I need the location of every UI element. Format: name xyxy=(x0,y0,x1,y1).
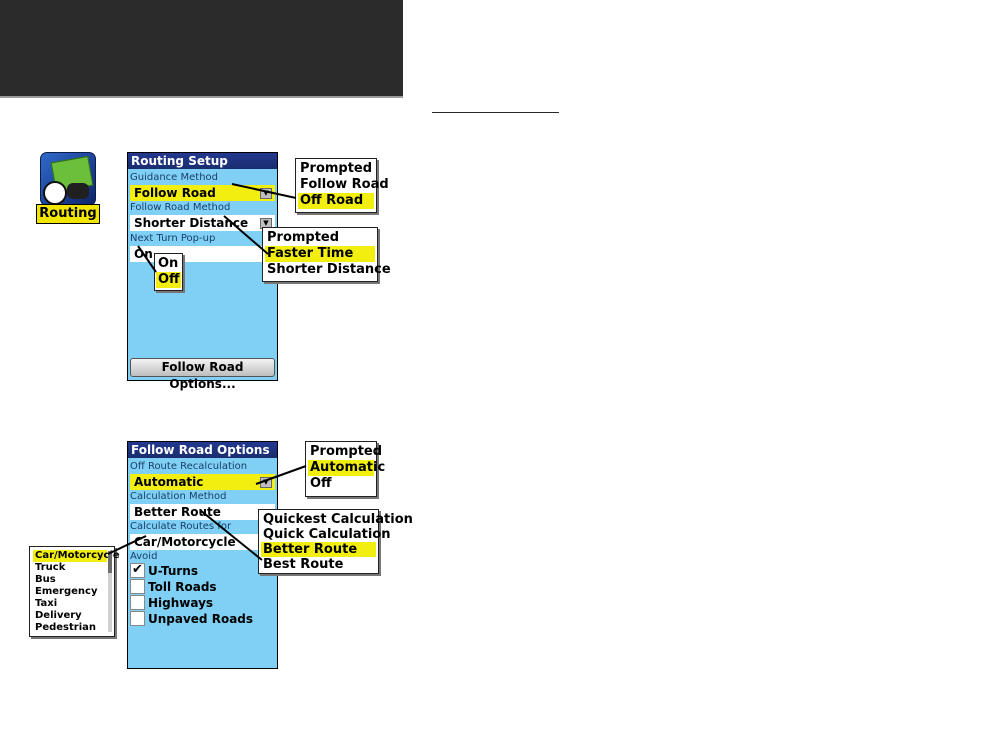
avoid-highways-label: Highways xyxy=(148,596,214,610)
menu-option-shorter-distance[interactable]: Shorter Distance xyxy=(267,262,391,277)
avoid-unpaved-roads-label: Unpaved Roads xyxy=(148,612,254,626)
menu-option-best-route[interactable]: Best Route xyxy=(263,557,344,572)
menu-option-pedestrian[interactable]: Pedestrian xyxy=(35,622,97,633)
guidance-method-label: Guidance Method xyxy=(130,172,219,183)
menu-option-on[interactable]: On xyxy=(158,256,179,271)
avoid-unpaved-roads-checkbox[interactable]: Unpaved Roads xyxy=(130,611,253,627)
next-turn-popup-label: Next Turn Pop-up xyxy=(130,233,216,244)
leader-follow-method xyxy=(223,215,269,255)
calc-for-value: Car/Motorcycle xyxy=(134,535,236,549)
calc-method-label: Calculation Method xyxy=(130,491,227,502)
leader-popup xyxy=(137,245,157,273)
menu-option-prompted[interactable]: Prompted xyxy=(310,444,383,459)
vehicle-type-menu: Car/Motorcycle Truck Bus Emergency Taxi … xyxy=(29,546,120,637)
leader-calc-method xyxy=(199,509,263,561)
avoid-uturns-checkbox[interactable]: ✔U-Turns xyxy=(130,563,198,579)
routing-icon-label: Routing xyxy=(36,204,100,224)
checkbox-icon xyxy=(130,595,145,610)
screen-title: Follow Road Options xyxy=(128,442,277,458)
menu-option-prompted[interactable]: Prompted xyxy=(267,230,340,245)
header-rule xyxy=(432,112,559,113)
follow-road-method-menu: Prompted Faster Time Shorter Distance xyxy=(262,227,391,282)
guidance-method-menu: Prompted Follow Road Off Road xyxy=(295,158,389,213)
menu-option-off[interactable]: Off xyxy=(156,272,181,288)
calc-for-select[interactable]: Car/Motorcycle xyxy=(130,534,275,550)
avoid-uturns-label: U-Turns xyxy=(148,564,198,578)
menu-option-off[interactable]: Off xyxy=(310,476,332,491)
menu-option-quick-calculation[interactable]: Quick Calculation xyxy=(263,527,391,542)
routing-app-icon[interactable]: Routing xyxy=(36,152,100,224)
follow-road-options-screen: Follow Road Options Off Route Recalculat… xyxy=(127,441,278,669)
calc-method-menu: Quickest Calculation Quick Calculation B… xyxy=(258,509,413,574)
screen-title: Routing Setup xyxy=(128,153,277,169)
menu-option-follow-road[interactable]: Follow Road xyxy=(300,177,389,192)
off-route-recalc-value: Automatic xyxy=(134,475,204,489)
menu-scroll-thumb[interactable] xyxy=(108,551,112,573)
leader-vehicle xyxy=(107,535,147,555)
checkbox-icon xyxy=(130,579,145,594)
checkmark-icon: ✔ xyxy=(130,563,145,578)
calc-for-label: Calculate Routes for xyxy=(130,521,232,532)
menu-option-prompted[interactable]: Prompted xyxy=(300,161,373,176)
menu-option-better-route[interactable]: Better Route xyxy=(261,542,376,557)
guidance-method-select[interactable]: Follow Road ▼ xyxy=(130,185,275,201)
avoid-highways-checkbox[interactable]: Highways xyxy=(130,595,213,611)
follow-road-method-label: Follow Road Method xyxy=(130,202,231,213)
menu-option-automatic[interactable]: Automatic xyxy=(308,460,386,476)
menu-option-off-road[interactable]: Off Road xyxy=(298,193,374,209)
menu-option-taxi[interactable]: Taxi xyxy=(35,598,58,609)
routing-setup-screen: Routing Setup Guidance Method Follow Roa… xyxy=(127,152,278,391)
avoid-label: Avoid xyxy=(130,551,158,562)
menu-option-bus[interactable]: Bus xyxy=(35,574,56,585)
leader-guidance xyxy=(231,183,297,199)
off-route-recalc-select[interactable]: Automatic ▼ xyxy=(130,474,275,490)
avoid-toll-roads-label: Toll Roads xyxy=(148,580,217,594)
off-route-recalc-label: Off Route Recalculation xyxy=(130,461,248,472)
menu-option-quickest-calculation[interactable]: Quickest Calculation xyxy=(263,512,413,527)
header-block xyxy=(0,0,403,98)
popup-onoff-menu: On Off xyxy=(154,253,183,291)
menu-scrollbar[interactable] xyxy=(108,551,112,632)
calc-method-value: Better Route xyxy=(134,505,221,519)
menu-option-truck[interactable]: Truck xyxy=(35,562,66,573)
menu-option-emergency[interactable]: Emergency xyxy=(35,586,98,597)
routing-icon xyxy=(40,152,96,206)
checkbox-icon xyxy=(130,611,145,626)
recalc-menu: Prompted Automatic Off xyxy=(305,441,386,497)
menu-option-faster-time[interactable]: Faster Time xyxy=(265,246,375,262)
leader-recalc xyxy=(255,465,307,485)
guidance-method-value: Follow Road xyxy=(134,186,216,200)
menu-option-car-motorcycle[interactable]: Car/Motorcycle xyxy=(33,550,120,562)
menu-option-delivery[interactable]: Delivery xyxy=(35,610,82,621)
follow-road-options-button[interactable]: Follow Road Options... xyxy=(130,358,275,391)
car-icon xyxy=(67,183,89,199)
follow-road-method-select[interactable]: Shorter Distance ▼ xyxy=(130,215,275,231)
avoid-toll-roads-checkbox[interactable]: Toll Roads xyxy=(130,579,217,595)
follow-road-method-value: Shorter Distance xyxy=(134,216,249,230)
